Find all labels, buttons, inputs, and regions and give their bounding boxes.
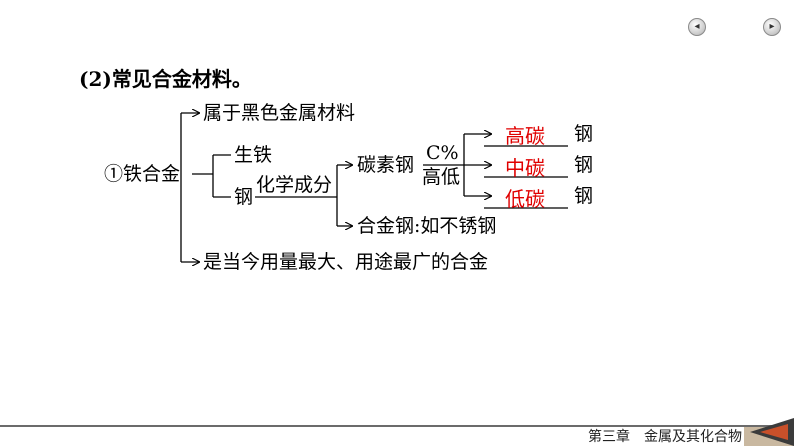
label-high-low: 高低 — [422, 166, 461, 188]
chapter-label: 第三章 金属及其化合物 — [588, 429, 742, 445]
suffix-steel-3: 钢 — [574, 185, 594, 207]
footer-divider — [0, 425, 794, 427]
forward-arrow-icon: ▸ — [769, 21, 775, 32]
back-arrow-icon: ◂ — [694, 21, 700, 32]
node-carbon-steel: 碳素钢 — [357, 154, 415, 176]
node-pig-iron: 生铁 — [234, 144, 273, 166]
suffix-steel-2: 钢 — [574, 154, 594, 176]
prev-page-button[interactable]: ◂ — [688, 18, 706, 36]
answer-high-carbon: 高碳 — [505, 124, 545, 148]
suffix-steel-1: 钢 — [574, 123, 594, 145]
node-steel: 钢 — [234, 186, 254, 208]
root-node-iron-alloy: ①铁合金 — [104, 163, 181, 185]
node-alloy-steel: 合金钢:如不锈钢 — [357, 215, 497, 237]
branch-ferrous-metal: 属于黑色金属材料 — [203, 102, 356, 124]
label-carbon-percent: C% — [426, 142, 459, 164]
label-chemical-composition: 化学成分 — [256, 174, 333, 196]
section-heading: (2)常见合金材料。 — [79, 67, 252, 91]
footer-bar: 第三章 金属及其化合物 — [0, 417, 794, 447]
back-arrow-icon[interactable] — [744, 418, 794, 446]
answer-medium-carbon: 中碳 — [505, 156, 545, 180]
next-page-button[interactable]: ▸ — [763, 18, 781, 36]
answer-low-carbon: 低碳 — [505, 187, 545, 211]
branch-most-used-alloy: 是当今用量最大、用途最广的合金 — [203, 251, 489, 273]
